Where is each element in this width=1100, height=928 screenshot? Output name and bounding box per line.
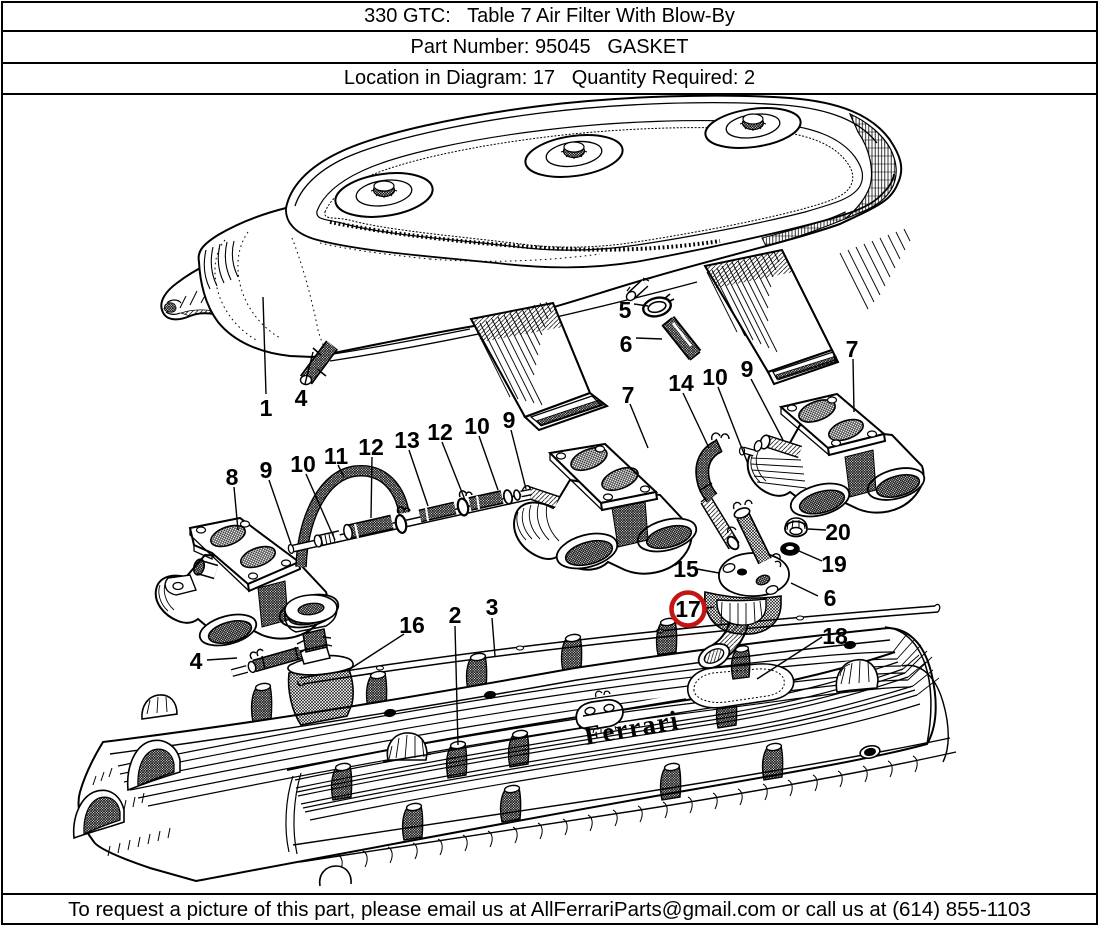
svg-text:5: 5 (619, 297, 632, 323)
svg-text:15: 15 (673, 556, 699, 582)
svg-text:10: 10 (464, 413, 490, 439)
svg-text:8: 8 (226, 464, 239, 490)
svg-text:2: 2 (449, 602, 462, 628)
svg-text:10: 10 (290, 451, 316, 477)
svg-text:16: 16 (399, 612, 425, 638)
svg-text:17: 17 (675, 596, 701, 622)
svg-text:20: 20 (825, 519, 851, 545)
svg-text:9: 9 (260, 457, 273, 483)
svg-text:14: 14 (668, 370, 694, 396)
svg-text:10: 10 (702, 364, 728, 390)
svg-text:12: 12 (427, 419, 453, 445)
svg-text:1: 1 (260, 395, 273, 421)
svg-text:19: 19 (821, 551, 847, 577)
svg-text:9: 9 (503, 407, 516, 433)
svg-text:4: 4 (190, 648, 203, 674)
svg-text:4: 4 (295, 385, 308, 411)
svg-text:7: 7 (846, 336, 859, 362)
svg-text:18: 18 (822, 623, 848, 649)
svg-text:13: 13 (394, 427, 420, 453)
svg-text:9: 9 (741, 356, 754, 382)
svg-text:6: 6 (824, 585, 837, 611)
svg-text:7: 7 (622, 382, 635, 408)
svg-text:11: 11 (324, 443, 349, 469)
svg-text:12: 12 (358, 434, 384, 460)
svg-text:3: 3 (486, 594, 499, 620)
svg-text:6: 6 (620, 331, 633, 357)
